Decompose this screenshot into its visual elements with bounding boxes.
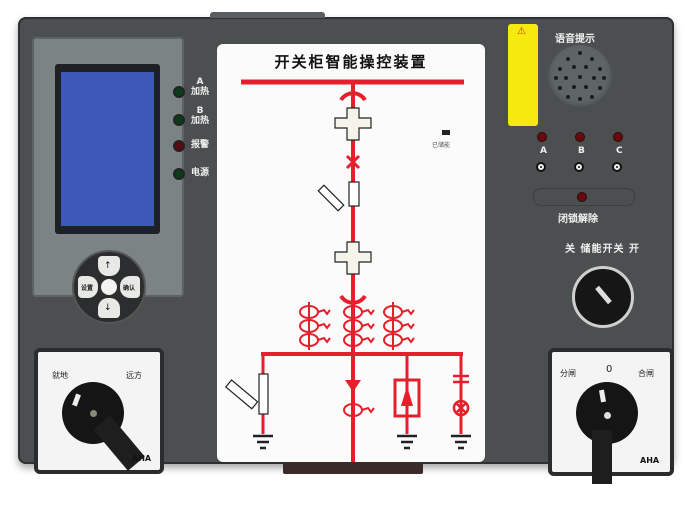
energy-stored-label: 已储能	[432, 142, 451, 149]
breaker-icon	[348, 181, 360, 207]
spring-switch-labels: 关 储能开关 开	[565, 244, 640, 255]
settings-label: 设置	[81, 285, 94, 292]
power-label: 电源	[190, 168, 209, 178]
heat-a-led	[173, 86, 185, 98]
cable-arrow-icon	[345, 380, 361, 392]
phase-a-label: A	[540, 146, 547, 156]
arrow-down-icon: ↓	[104, 303, 112, 313]
arrow-up-icon: ↑	[104, 261, 112, 271]
current-transformers-icon	[299, 302, 415, 417]
energy-stored-indicator	[442, 130, 450, 135]
phase-b-led	[575, 132, 585, 142]
confirm-button[interactable]: 确认	[120, 276, 140, 298]
open-label: 分闸	[560, 369, 576, 378]
phase-b-label: B	[578, 146, 585, 156]
center-button[interactable]	[101, 279, 117, 295]
knob-indicator	[595, 285, 612, 305]
zero-label: 0	[606, 364, 613, 375]
up-button[interactable]: ↑	[98, 256, 120, 276]
phase-c-label: C	[616, 146, 623, 156]
surge-arrester-icon	[393, 378, 421, 418]
earthing-switch-icon	[258, 373, 269, 415]
settings-button[interactable]: 设置	[78, 276, 98, 298]
local-remote-switch: 就地 远方 AHA	[34, 348, 164, 474]
single-line-diagram	[224, 79, 471, 462]
top-notch	[210, 12, 325, 18]
lcd-screen	[61, 72, 154, 226]
alarm-label: 报警	[190, 140, 209, 150]
heat-b-led	[173, 114, 185, 126]
lower-disconnect-icon	[334, 241, 372, 275]
navigation-keypad: ↑ ↓ 设置 确认	[72, 250, 146, 324]
alarm-led	[173, 140, 185, 152]
spring-charge-knob[interactable]	[572, 266, 634, 328]
confirm-label: 确认	[123, 285, 136, 292]
voice-prompt-label: 语音提示	[555, 34, 595, 45]
device-title: 开关柜智能操控装置	[274, 53, 428, 71]
phase-c-led	[613, 132, 623, 142]
upper-disconnect-icon	[334, 107, 372, 141]
phase-c-test-jack[interactable]	[612, 162, 622, 172]
warning-label: ⚠	[508, 24, 538, 126]
remote-label: 远方	[126, 371, 142, 380]
live-indicator-icon	[452, 374, 470, 417]
open-close-handle[interactable]	[592, 430, 612, 484]
single-line-diagram-panel: 开关柜智能操控装置	[217, 44, 485, 462]
brand-label: AHA	[640, 456, 660, 465]
down-button[interactable]: ↓	[98, 298, 120, 318]
phase-a-test-jack[interactable]	[536, 162, 546, 172]
local-label: 就地	[52, 371, 68, 380]
open-close-switch: 分闸 0 合闸 AHA	[548, 348, 674, 484]
power-led	[173, 168, 185, 180]
unlock-label: 闭锁解除	[558, 214, 598, 225]
phase-a-led	[537, 132, 547, 142]
close-label: 合闸	[638, 369, 654, 378]
unlock-slot	[533, 188, 635, 206]
bottom-slot	[283, 462, 423, 474]
brand-label: AHA	[132, 454, 152, 463]
speaker-grille	[548, 45, 612, 109]
lcd-display	[55, 64, 160, 234]
warning-triangle-icon: ⚠	[517, 26, 526, 37]
phase-b-test-jack[interactable]	[574, 162, 584, 172]
unlock-led	[577, 192, 587, 202]
